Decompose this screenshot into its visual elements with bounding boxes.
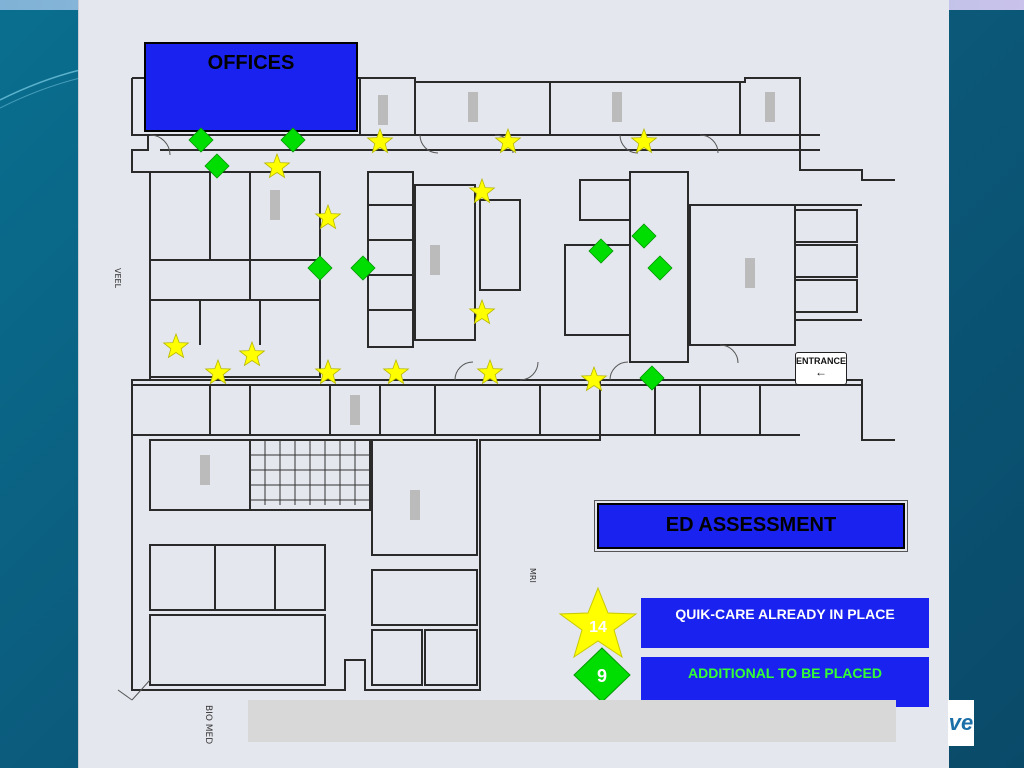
quik-care-star-marker (204, 358, 232, 385)
additional-diamond-marker (647, 255, 673, 281)
quik-care-star-marker (494, 127, 522, 154)
plan-label-bio-med: BIO MED (203, 705, 213, 744)
logo-chip: ve (948, 700, 974, 746)
additional-diamond-marker (188, 127, 214, 153)
additional-diamond-marker (588, 238, 614, 264)
legend-box-star: QUIK-CARE ALREADY IN PLACE (641, 598, 929, 648)
decorative-swoosh (0, 69, 80, 109)
quik-care-star-marker (476, 358, 504, 385)
quik-care-star-marker (468, 298, 496, 325)
additional-diamond-marker (307, 255, 333, 281)
additional-diamond-marker (639, 365, 665, 391)
quik-care-star-marker (238, 340, 266, 367)
left-arrow-icon: ← (815, 365, 827, 379)
offices-label-box: OFFICES (144, 42, 358, 132)
legend-star-icon: 14 (558, 586, 638, 659)
offices-label: OFFICES (207, 52, 295, 74)
entrance-sign: ENTRANCE ← (795, 352, 847, 385)
legend-star-count: 14 (589, 619, 607, 636)
quik-care-star-marker (630, 127, 658, 154)
legend-star-text: QUIK-CARE ALREADY IN PLACE (675, 606, 895, 622)
quik-care-star-marker (382, 358, 410, 385)
logo-text: ve (948, 710, 974, 735)
ed-assessment-box: ED ASSESSMENT (594, 500, 908, 552)
quik-care-star-marker (366, 127, 394, 154)
additional-diamond-marker (631, 223, 657, 249)
footer-bar (248, 700, 896, 742)
legend-box-diamond: ADDITIONAL TO BE PLACED (641, 657, 929, 707)
legend-diamond-text: ADDITIONAL TO BE PLACED (688, 665, 882, 681)
quik-care-star-marker (162, 332, 190, 359)
additional-diamond-marker (204, 153, 230, 179)
quik-care-star-marker (580, 365, 608, 392)
quik-care-star-marker (263, 152, 291, 179)
plan-label-mri: MRI (528, 568, 537, 583)
quik-care-star-marker (314, 203, 342, 230)
plan-label-veel: VEEL (113, 268, 122, 289)
entrance-label: ENTRANCE (796, 356, 847, 366)
additional-diamond-marker (280, 127, 306, 153)
quik-care-star-marker (314, 358, 342, 385)
additional-diamond-marker (350, 255, 376, 281)
legend-diamond-count: 9 (597, 666, 607, 686)
ed-assessment-label: ED ASSESSMENT (665, 514, 837, 536)
quik-care-star-marker (468, 177, 496, 204)
